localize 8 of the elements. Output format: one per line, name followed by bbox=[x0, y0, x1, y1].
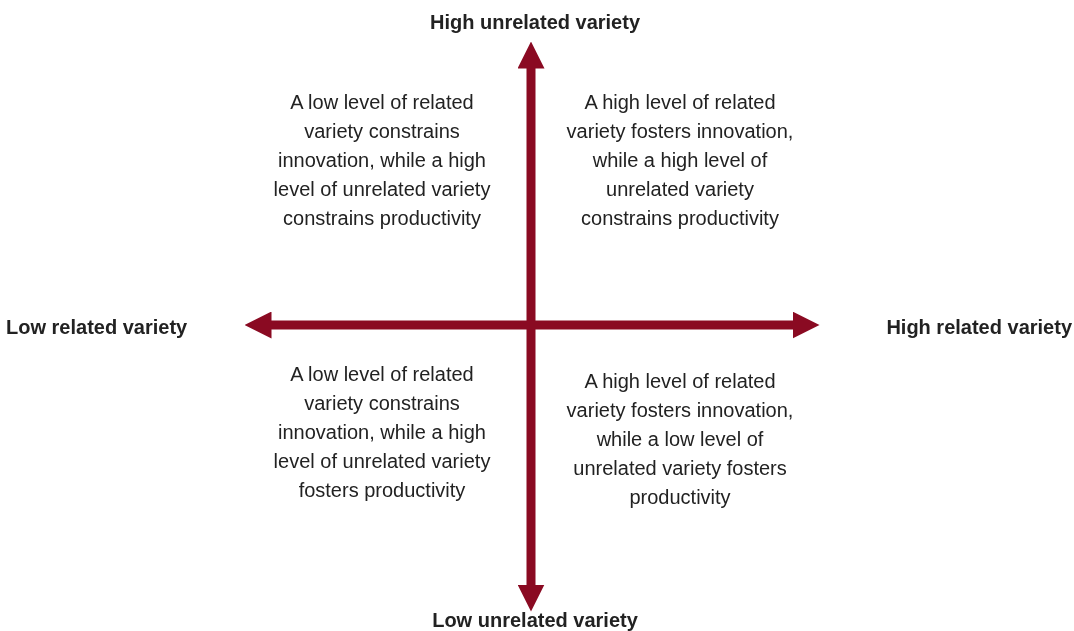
axis-label: Low unrelated variety bbox=[431, 608, 639, 631]
axis-label: High unrelated variety bbox=[428, 10, 642, 35]
quadrant-text: A high level of related variety fosters innovation, while a low level of unrelated variety fosters productivity bbox=[565, 369, 795, 510]
axis-label: High related variety bbox=[885, 315, 1072, 340]
quadrant-text: A high level of related variety fosters innovation, while a high level of unrelated variety constrains productivity bbox=[565, 90, 795, 231]
quadrant-text: A low level of related variety constrains innovation, while a high level of unrelated variety fosters productivity bbox=[272, 362, 492, 503]
quadrant-text: A low level of related variety constrains innovation, while a high level of unrelated variety constrains productivity bbox=[272, 90, 492, 231]
axis-label: Low related variety bbox=[6, 315, 189, 340]
